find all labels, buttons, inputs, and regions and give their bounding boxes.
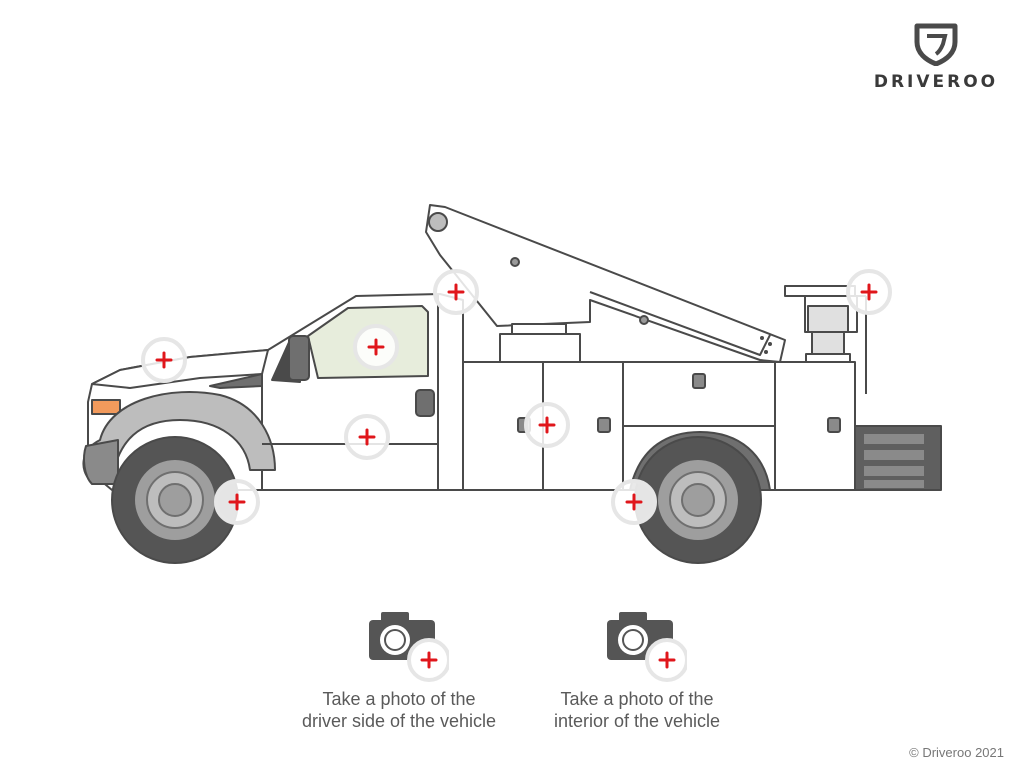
- plus-icon: [358, 428, 376, 446]
- plus-icon: [367, 338, 385, 356]
- brand-name: DRIVEROO: [873, 72, 999, 92]
- hotspot-crane-boom[interactable]: [433, 269, 479, 315]
- plus-icon: [447, 283, 465, 301]
- plus-icon: [407, 638, 449, 682]
- truck-illustration: [82, 204, 942, 564]
- front-wheel: [111, 436, 239, 564]
- driver-side-photo-button[interactable]: Take a photo of the driver side of the v…: [279, 610, 519, 732]
- camera-icon: [607, 612, 687, 682]
- interior-photo-button[interactable]: Take a photo of the interior of the vehi…: [517, 610, 757, 732]
- driver-side-caption: Take a photo of the driver side of the v…: [301, 689, 497, 731]
- hotspot-rear-tower[interactable]: [846, 269, 892, 315]
- hotspot-hood[interactable]: [141, 337, 187, 383]
- copyright-text: © Driveroo 2021: [909, 745, 1004, 760]
- hotspot-rear-wheel[interactable]: [611, 479, 657, 525]
- hotspot-driver-window[interactable]: [353, 324, 399, 370]
- plus-icon: [228, 493, 246, 511]
- plus-icon: [860, 283, 878, 301]
- hotspot-driver-door[interactable]: [344, 414, 390, 460]
- plus-icon: [155, 351, 173, 369]
- shield-logo-icon: [914, 23, 958, 66]
- plus-icon: [625, 493, 643, 511]
- plus-icon: [645, 638, 687, 682]
- plus-icon: [538, 416, 556, 434]
- hotspot-service-body[interactable]: [524, 402, 570, 448]
- rear-wheel: [634, 436, 762, 564]
- camera-icon: [369, 612, 449, 682]
- hotspot-front-wheel[interactable]: [214, 479, 260, 525]
- interior-caption: Take a photo of the interior of the vehi…: [553, 689, 721, 731]
- brand-logo: DRIVEROO: [872, 22, 1000, 92]
